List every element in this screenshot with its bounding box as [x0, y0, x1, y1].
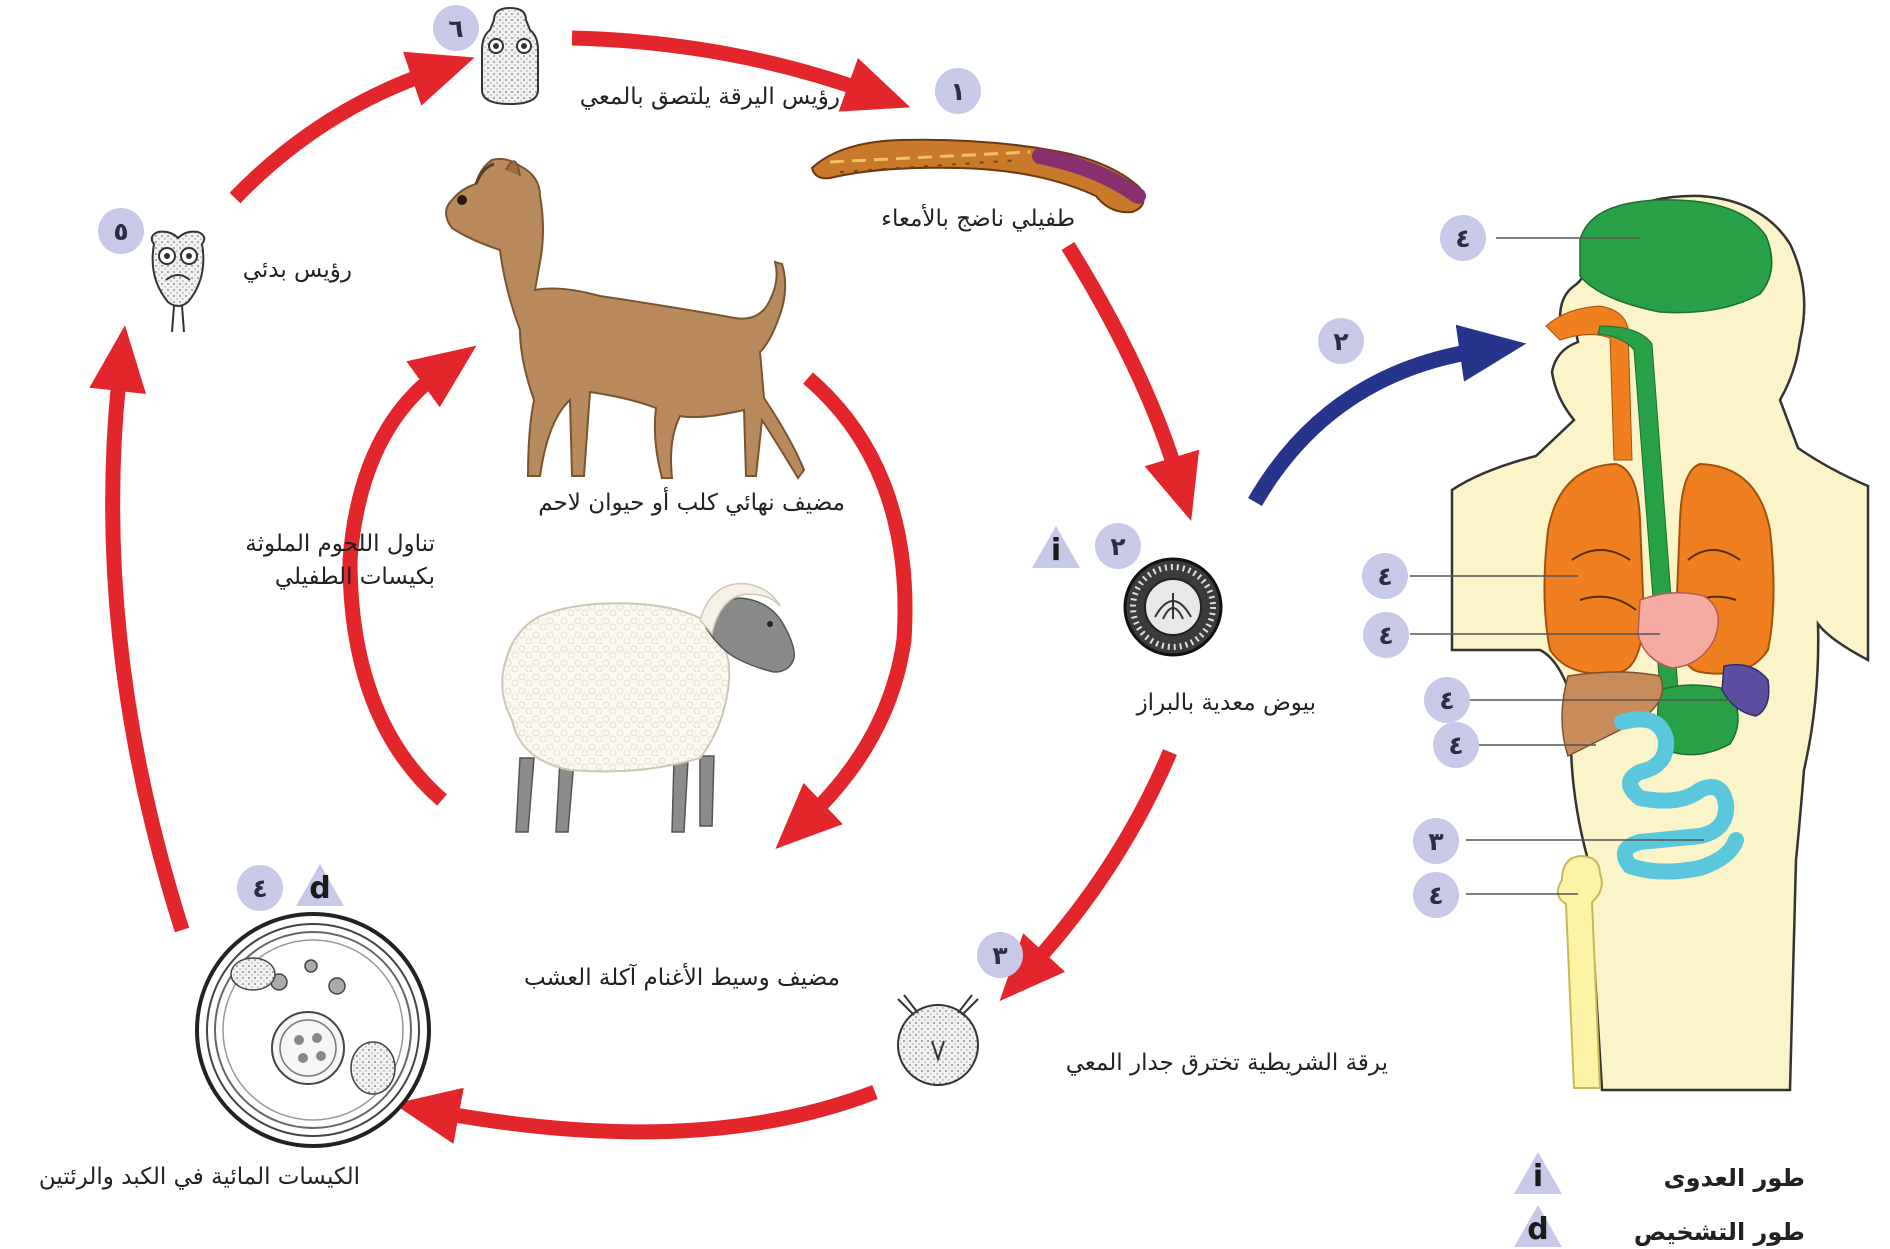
- arrow-sheep-to-dog: [342, 345, 477, 806]
- human-femur: [1556, 854, 1603, 1089]
- human-brain: [1579, 199, 1773, 314]
- label-ingestion-line2: بكيسات الطفيلي: [274, 564, 435, 591]
- human-spleen: [1721, 663, 1770, 717]
- badge-adult: ١: [935, 68, 981, 114]
- badge-human-bone: ٤: [1413, 872, 1459, 918]
- label-cysts: الكيسات المائية في الكبد والرئتين: [38, 1164, 360, 1190]
- human-heart: [1637, 592, 1719, 669]
- legend-infective-letter: i: [1532, 1159, 1544, 1194]
- dog-illustration: [445, 157, 806, 480]
- label-ingestion-line1: تناول اللحوم الملوثة: [245, 531, 435, 557]
- arrow-cysts-to-protoscolex: [89, 325, 190, 933]
- legend-infective-marker: i: [1512, 1150, 1564, 1196]
- sheep-illustration: [501, 582, 795, 833]
- arrow-dog-to-sheep: [775, 372, 913, 850]
- cycle-arrows: [89, 30, 1200, 1144]
- human-nasal-cavity: [1545, 305, 1633, 461]
- badge-eggs: ٢: [1095, 523, 1141, 569]
- human-intestine: [1614, 711, 1744, 880]
- label-sheep: مضيف وسيط الأغنام آكلة العشب: [523, 965, 840, 991]
- label-eggs: بيوض معدية بالبراز: [1136, 690, 1316, 716]
- legend-diagnostic-marker: d: [1512, 1203, 1564, 1249]
- diagnostic-marker-letter: d: [309, 871, 331, 906]
- badge-cysts: ٤: [237, 865, 283, 911]
- badge-human-intestine: ٣: [1413, 818, 1459, 864]
- arrow-to-human: [1248, 324, 1527, 507]
- badge-human-heart: ٤: [1363, 612, 1409, 658]
- label-adult: طفيلي ناضج بالأمعاء: [881, 206, 1075, 232]
- protoscolex-illustration: [150, 230, 206, 333]
- label-dog: مضيف نهائي كلب أو حيوان لاحم: [538, 490, 845, 516]
- arrow-protoscolex-to-scolex: [229, 51, 475, 204]
- oncosphere-illustration: [897, 994, 979, 1086]
- label-protoscolex: رؤيس بدئي: [242, 257, 352, 283]
- label-ingestion: تناول اللحوم الملوثة بكيسات الطفيلي: [195, 528, 435, 595]
- arrow-adult-to-eggs: [1061, 242, 1200, 522]
- badge-human-liver: ٤: [1433, 722, 1479, 768]
- egg-illustration: [1123, 557, 1223, 657]
- infective-marker-letter: i: [1050, 533, 1062, 568]
- badge-scolex: ٦: [433, 5, 479, 51]
- legend-diagnostic-label: طور التشخيص: [1633, 1218, 1805, 1246]
- badge-human-lungs: ٤: [1362, 553, 1408, 599]
- hydatid-cyst-illustration: [195, 912, 431, 1148]
- label-scolex: رؤيس اليرقة يلتصق بالمعي: [579, 84, 840, 110]
- badge-oncosphere: ٣: [977, 932, 1023, 978]
- badge-human-arrow: ٢: [1318, 318, 1364, 364]
- badge-human-brain: ٤: [1440, 215, 1486, 261]
- infective-stage-marker: i: [1030, 524, 1082, 570]
- legend-diagnostic-letter: d: [1527, 1212, 1549, 1247]
- human-figure: [1450, 194, 1870, 1092]
- label-oncosphere: يرقة الشريطية تخترق جدار المعي: [1065, 1050, 1388, 1076]
- arrow-scolex-to-adult: [571, 30, 911, 112]
- diagnostic-stage-marker: d: [294, 862, 346, 908]
- adult-worm-illustration: [810, 138, 1146, 214]
- badge-human-spleen: ٤: [1424, 677, 1470, 723]
- arrow-eggs-to-oncosphere: [999, 749, 1177, 1002]
- legend-infective-label: طور العدوى: [1663, 1164, 1805, 1192]
- scolex-illustration: [481, 6, 539, 106]
- badge-protoscolex: ٥: [98, 208, 144, 254]
- arrow-oncosphere-to-cysts: [393, 1085, 878, 1144]
